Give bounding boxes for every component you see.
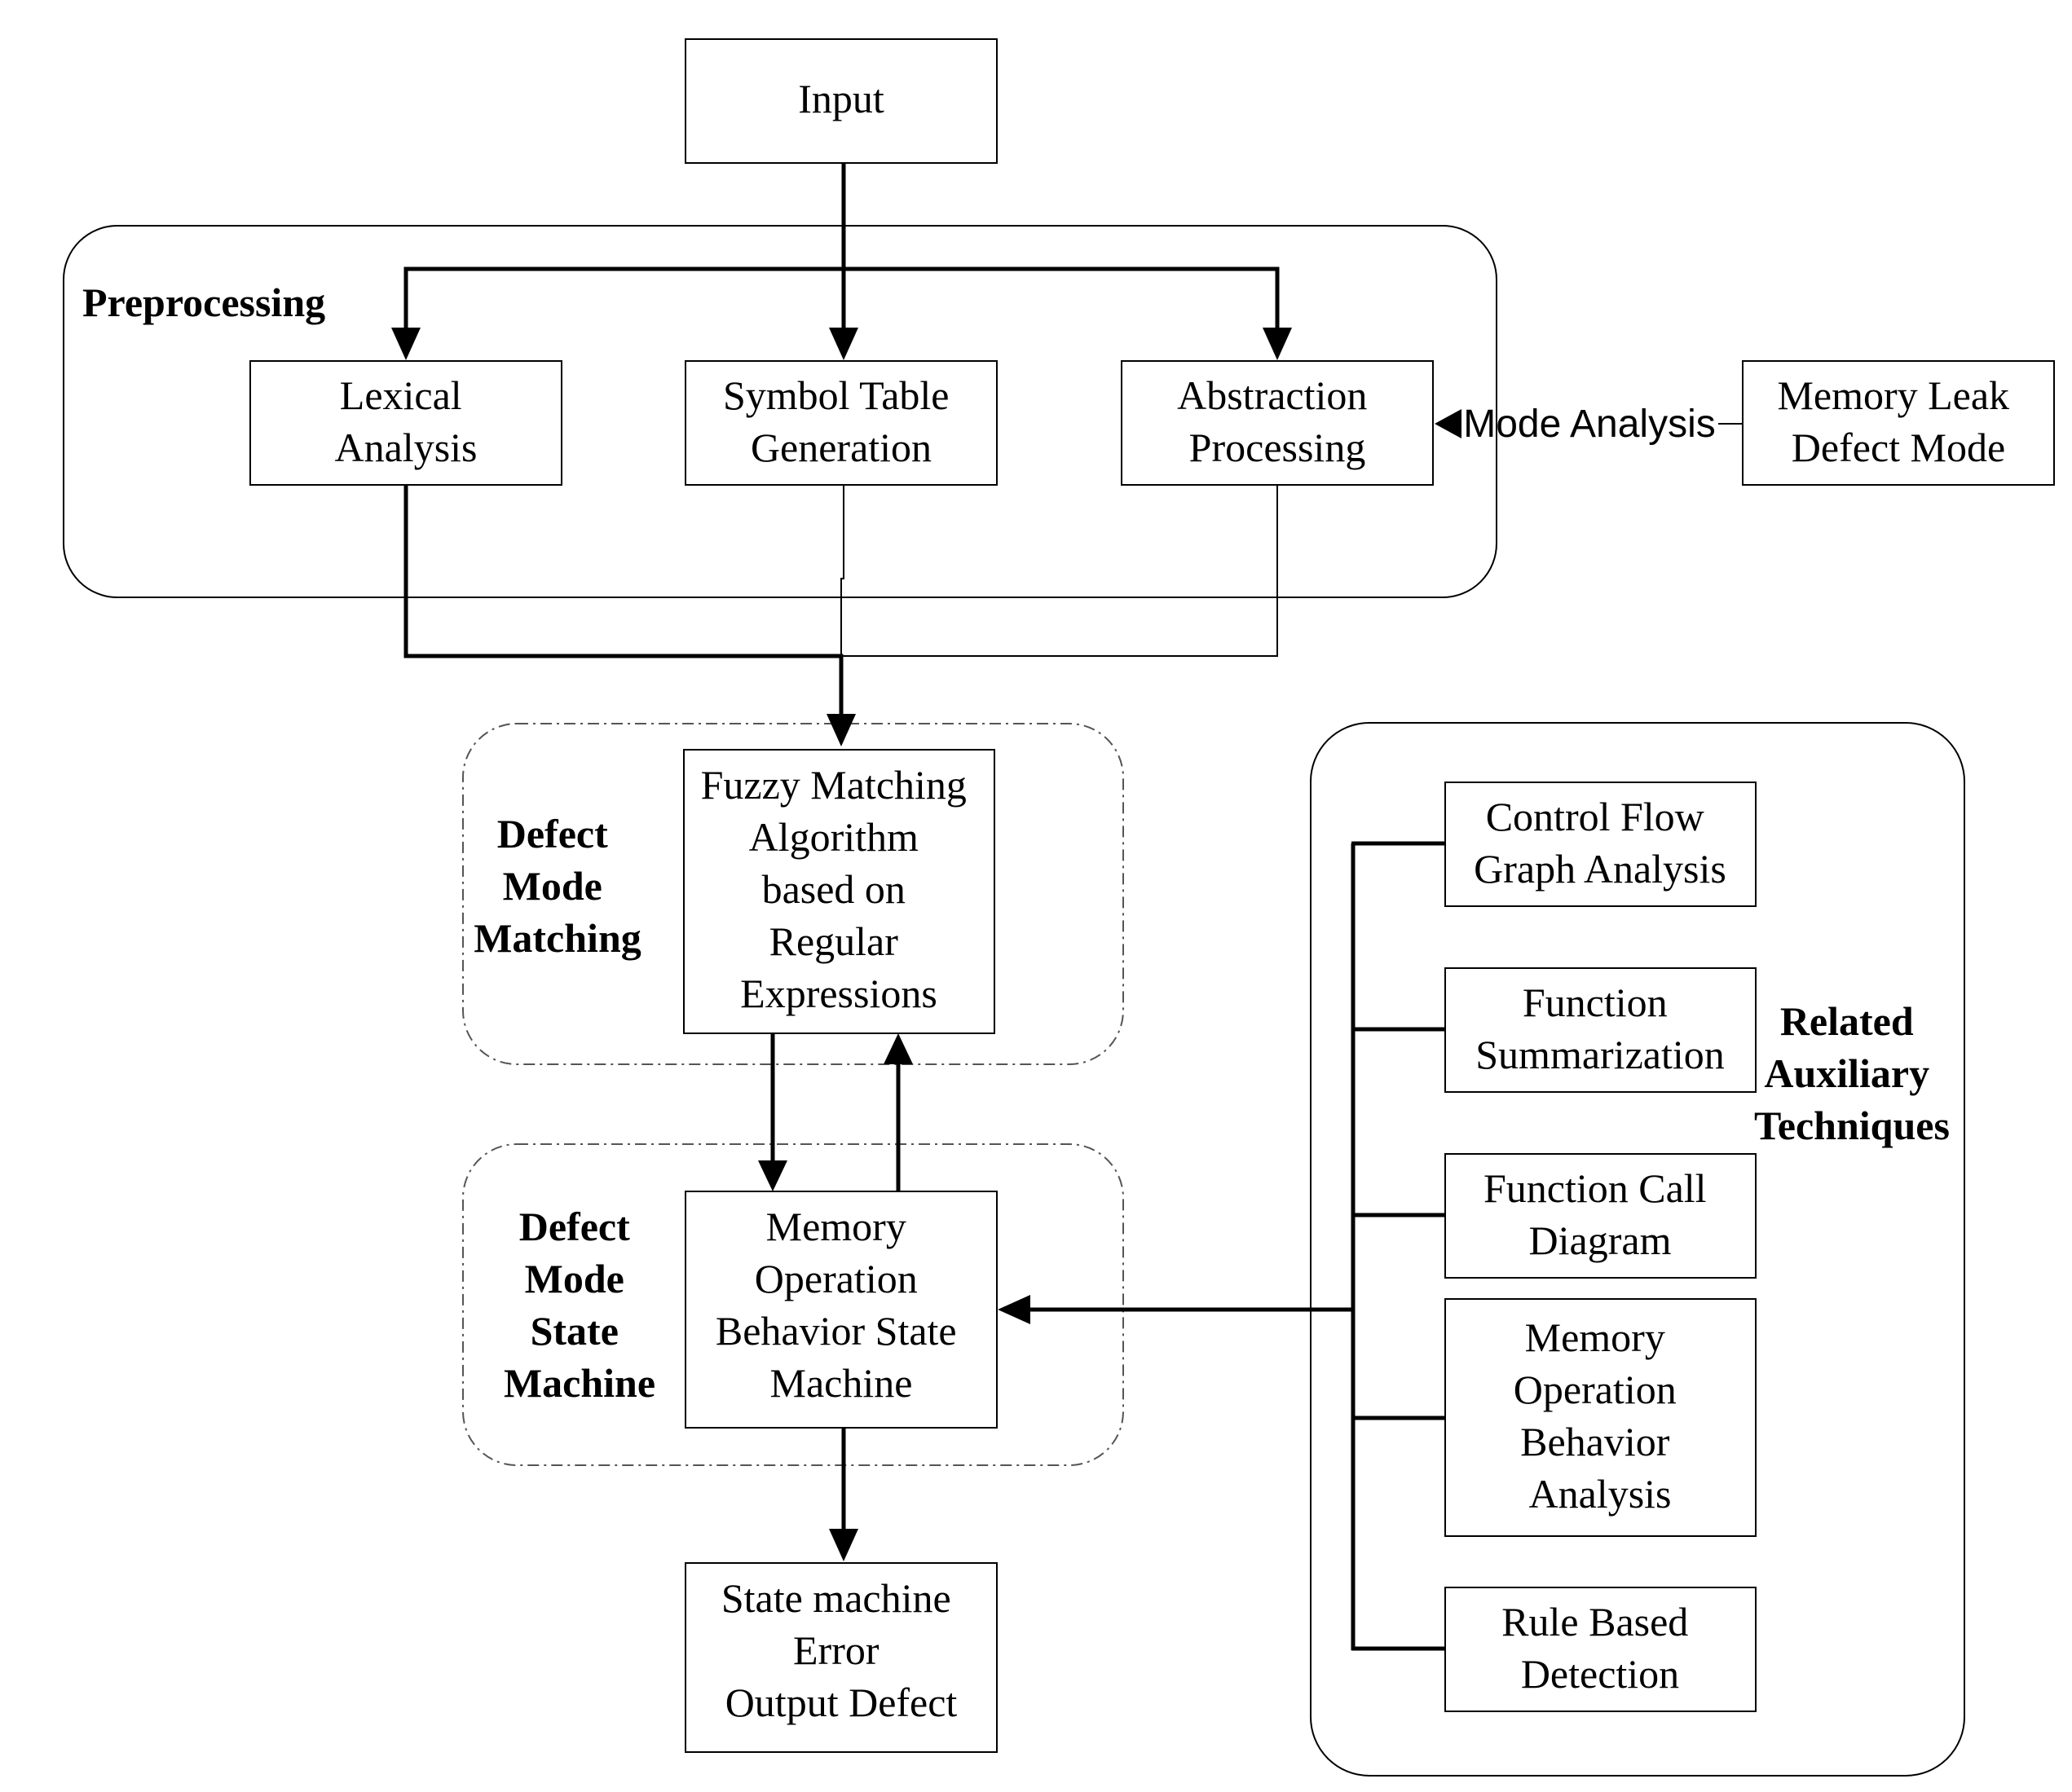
control-flow-graph-label: Control Flow Graph Analysis (1474, 794, 1726, 892)
defect-mode-state-machine-label: Defect Mode State Machine (504, 1204, 655, 1406)
defect-mode-state-machine-group (462, 1143, 1124, 1466)
state-machine-label: Memory Operation Behavior State Machine (716, 1204, 967, 1406)
related-auxiliary-techniques-label: Related Auxiliary Techniques (1754, 998, 1950, 1148)
control-flow-graph-box (1444, 782, 1757, 907)
function-summarization-box (1444, 967, 1757, 1093)
arrowhead-to-output (829, 1529, 858, 1561)
function-summarization-label: Function Summarization (1475, 980, 1725, 1077)
symbol-table-box (685, 360, 998, 486)
lexical-analysis-label: Lexical Analysis (335, 372, 478, 470)
output-defect-label: State machine Error Output Defect (721, 1575, 961, 1725)
preprocessing-label: Preprocessing (82, 280, 325, 325)
connector-abstraction-merge (841, 485, 1278, 657)
arrowhead-to-lexical (391, 328, 421, 360)
defect-mode-matching-label: Defect Mode Matching (474, 811, 641, 961)
rule-based-detection-box (1444, 1587, 1757, 1712)
fuzzy-matching-label: Fuzzy Matching Algorithm based on Regula… (701, 762, 977, 1016)
function-call-diagram-box (1444, 1153, 1757, 1279)
memory-behavior-analysis-label: Memory Operation Behavior Analysis (1514, 1314, 1686, 1517)
preprocessing-group (63, 225, 1497, 598)
symbol-table-label: Symbol Table Generation (723, 372, 959, 470)
state-machine-box (685, 1191, 998, 1429)
arrowhead-to-state-machine (758, 1160, 787, 1191)
memory-leak-defect-mode-box (1742, 360, 2055, 486)
input-label: Input (798, 76, 884, 121)
arrowhead-from-auxiliary (998, 1295, 1030, 1324)
arrowhead-to-symbol-table (829, 328, 858, 360)
input-box (685, 38, 998, 164)
arrowhead-to-fuzzy-matching (827, 714, 856, 746)
arrowhead-to-fuzzy-matching-up (884, 1033, 913, 1064)
arrowhead-to-abstraction-processing (1435, 409, 1461, 438)
memory-behavior-analysis-box (1444, 1298, 1757, 1537)
connector-lexical-to-matching (403, 485, 844, 719)
mode-analysis-label: Mode Analysis (1463, 403, 1716, 446)
fuzzy-matching-box (683, 749, 995, 1034)
rule-based-detection-label: Rule Based Detection (1501, 1599, 1699, 1697)
arrowhead-to-abstraction (1263, 328, 1292, 360)
abstraction-processing-box (1121, 360, 1434, 486)
defect-mode-matching-group (462, 723, 1124, 1065)
output-defect-box (685, 1562, 998, 1753)
related-auxiliary-techniques-group (1310, 722, 1965, 1777)
function-call-diagram-label: Function Call Diagram (1483, 1165, 1717, 1263)
connector-symbol-table-merge (840, 485, 844, 656)
abstraction-processing-label: Abstraction Processing (1177, 372, 1378, 470)
connector-fan-out (403, 266, 1280, 332)
memory-leak-defect-mode-label: Memory Leak Defect Mode (1777, 372, 2019, 470)
lexical-analysis-box (249, 360, 562, 486)
